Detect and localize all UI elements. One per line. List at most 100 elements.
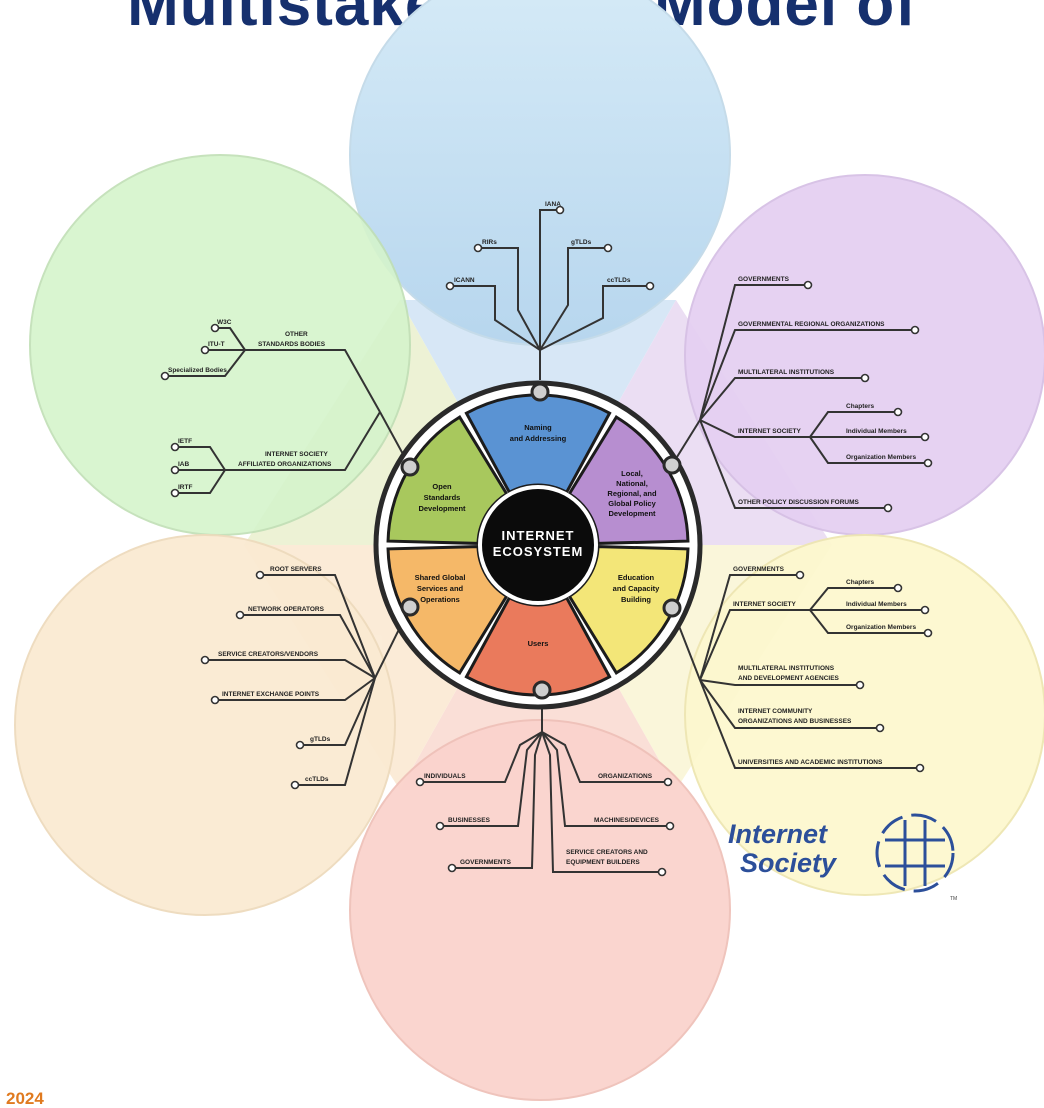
footer-year: 2024 xyxy=(6,1089,44,1108)
policy-branch-intergov xyxy=(699,329,915,421)
segment-label-policy-5: Development xyxy=(608,509,656,518)
label-policy-intergov: GOVERNMENTAL REGIONAL ORGANIZATIONS xyxy=(738,321,885,328)
label-iana: IANA xyxy=(545,201,561,208)
label-itu: ITU-T xyxy=(208,341,225,348)
connector-rings xyxy=(400,382,682,700)
dot xyxy=(200,345,210,355)
label-edu-multilateral-1: MULTILATERAL INSTITUTIONS xyxy=(738,665,835,672)
label-cctlds: ccTLDs xyxy=(607,277,631,284)
segment-label-shared-2: Services and xyxy=(417,584,464,593)
petal-shared xyxy=(14,534,396,916)
dot xyxy=(665,821,675,831)
dot xyxy=(235,610,245,620)
label-policy-forums: OTHER POLICY DISCUSSION FORUMS xyxy=(738,499,860,506)
ring-users xyxy=(532,680,552,700)
segment-label-standards-3: Development xyxy=(418,504,466,513)
education-branch-organization xyxy=(809,609,928,634)
standards-branch-specialized xyxy=(165,349,246,377)
dot xyxy=(160,371,170,381)
label-rirs: RIRs xyxy=(482,239,497,246)
dot xyxy=(290,780,300,790)
petal-users xyxy=(349,719,731,1101)
petals xyxy=(14,0,1044,1101)
label-gtlds: gTLDs xyxy=(571,239,592,246)
dot xyxy=(860,373,870,383)
dot xyxy=(210,695,220,705)
segment-label-naming-2: and Addressing xyxy=(510,434,567,443)
dot xyxy=(445,281,455,291)
label-policy-isoc: INTERNET SOCIETY xyxy=(738,428,802,435)
naming-branch-gtlds xyxy=(539,247,608,351)
ring-standards xyxy=(400,457,420,477)
dot xyxy=(295,740,305,750)
segment-label-standards-2: Standards xyxy=(424,493,461,502)
dot xyxy=(893,583,903,593)
segment-label-policy-1: Local, xyxy=(621,469,643,478)
dot xyxy=(923,458,933,468)
dot xyxy=(923,628,933,638)
segment-label-shared-3: Operations xyxy=(420,595,460,604)
segment-labels: Naming and Addressing Local, National, R… xyxy=(415,423,661,648)
education-branch-chapters xyxy=(809,587,898,611)
label-shared-cctlds: ccTLDs xyxy=(305,776,329,783)
segment-label-education-1: Education xyxy=(618,573,655,582)
users-branch-governments xyxy=(452,731,543,869)
naming-branch-rirs xyxy=(478,247,541,351)
label-policy-organization: Organization Members xyxy=(846,454,916,461)
label-iab: IAB xyxy=(178,461,190,468)
label-policy-multilateral: MULTILATERAL INSTITUTIONS xyxy=(738,369,835,376)
dot xyxy=(447,863,457,873)
center-label-line2: ECOSYSTEM xyxy=(493,544,584,559)
label-policy-individual: Individual Members xyxy=(846,428,907,435)
shared-branch-service xyxy=(205,659,376,679)
label-irtf: IRTF xyxy=(178,484,192,491)
standards-branch-group2 xyxy=(225,411,381,471)
naming-branch-iana xyxy=(539,209,560,350)
central-wheel: INTERNET ECOSYSTEM xyxy=(373,380,703,710)
dot xyxy=(875,723,885,733)
label-policy-chapters: Chapters xyxy=(846,403,875,410)
segment-label-policy-4: Global Policy xyxy=(608,499,656,508)
policy-branch-organization xyxy=(809,436,928,464)
internet-society-logo: Internet Society TM xyxy=(728,813,957,902)
shared-branch-ixp xyxy=(215,677,376,701)
label-edu-community-2: ORGANIZATIONS AND BUSINESSES xyxy=(738,718,852,725)
label-shared-gtlds: gTLDs xyxy=(310,736,331,743)
label-edu-chapters: Chapters xyxy=(846,579,875,586)
connector-lines xyxy=(165,209,928,873)
dot xyxy=(170,465,180,475)
dot xyxy=(603,243,613,253)
label-ixp: INTERNET EXCHANGE POINTS xyxy=(222,691,320,698)
policy-branch-isoc xyxy=(699,419,810,438)
label-icann: ICANN xyxy=(454,277,475,284)
dot xyxy=(255,570,265,580)
label-service-creators-2: EQUIPMENT BUILDERS xyxy=(566,859,640,866)
label-edu-individual: Individual Members xyxy=(846,601,907,608)
users-branch-businesses xyxy=(440,731,543,827)
standards-branch-ietf xyxy=(175,446,226,471)
dot xyxy=(910,325,920,335)
label-edu-organization: Organization Members xyxy=(846,624,916,631)
label-edu-governments: GOVERNMENTS xyxy=(733,566,785,573)
dot xyxy=(893,407,903,417)
center-label-line1: INTERNET xyxy=(502,528,575,543)
petal-policy xyxy=(684,174,1044,536)
segment-label-users: Users xyxy=(528,639,549,648)
segment-label-naming-1: Naming xyxy=(524,423,552,432)
ring-naming xyxy=(530,382,550,402)
segment-label-standards-1: Open xyxy=(432,482,452,491)
dot xyxy=(170,442,180,452)
label-service-vendors: SERVICE CREATORS/VENDORS xyxy=(218,651,319,658)
segment-label-education-2: and Capacity xyxy=(613,584,661,593)
wheel-segments xyxy=(386,393,690,697)
users-branch-individuals xyxy=(420,731,543,783)
standards-branch-w3c xyxy=(215,327,246,351)
label-specialized: Specialized Bodies xyxy=(168,367,227,374)
petal-education xyxy=(684,534,1044,896)
users-branch-machines xyxy=(541,731,670,827)
ring-policy xyxy=(662,455,682,475)
dot xyxy=(435,821,445,831)
label-standards-bodies: STANDARDS BODIES xyxy=(258,341,326,348)
dot xyxy=(855,680,865,690)
